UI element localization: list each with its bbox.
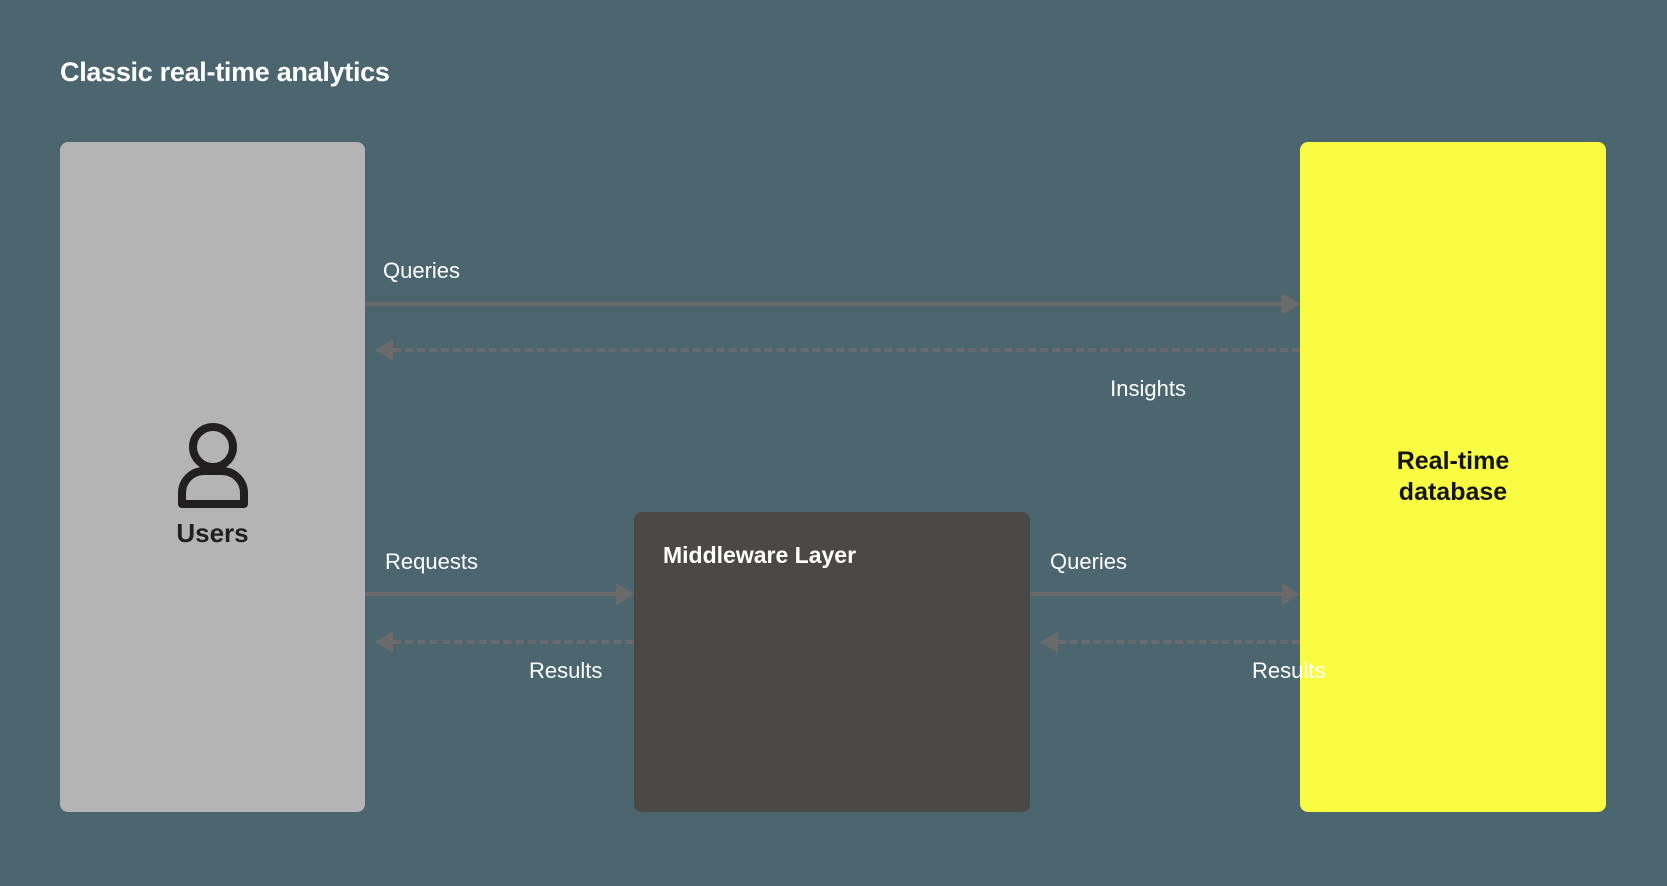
arrowhead-right-icon [1282, 583, 1300, 605]
edge-line-dashed [393, 640, 634, 644]
edge-line-dashed [1058, 640, 1300, 644]
arrowhead-left-icon [375, 631, 393, 653]
node-users-label: Users [176, 518, 249, 548]
node-middleware-label: Middleware Layer [663, 542, 857, 568]
arrowhead-left-icon [375, 339, 393, 361]
page-title: Classic real-time analytics [60, 57, 390, 87]
edge-line-solid [1030, 592, 1282, 596]
edge-label-results-middleware-users: Results [529, 658, 603, 683]
arrowhead-right-icon [616, 583, 634, 605]
edge-label-results-database-middleware: Results [1252, 658, 1326, 683]
user-icon [170, 420, 256, 508]
edge-label-queries-middleware-database: Queries [1050, 549, 1128, 574]
node-database[interactable]: Real-time database [1300, 142, 1606, 812]
node-database-label: Real-time database [1396, 446, 1510, 506]
arrowhead-right-icon [1282, 293, 1300, 315]
edge-label-insights: Insights [1110, 376, 1186, 401]
edge-line-solid [365, 302, 1282, 306]
edge-line-solid [365, 592, 616, 596]
edge-line-dashed [393, 348, 1300, 352]
arrowhead-left-icon [1040, 631, 1058, 653]
node-users[interactable]: Users [60, 142, 365, 812]
edge-label-queries-users-database: Queries [383, 258, 461, 283]
node-middleware[interactable]: Middleware Layer [634, 512, 1030, 812]
users-content: Users [60, 420, 365, 549]
edge-label-requests: Requests [385, 549, 478, 574]
